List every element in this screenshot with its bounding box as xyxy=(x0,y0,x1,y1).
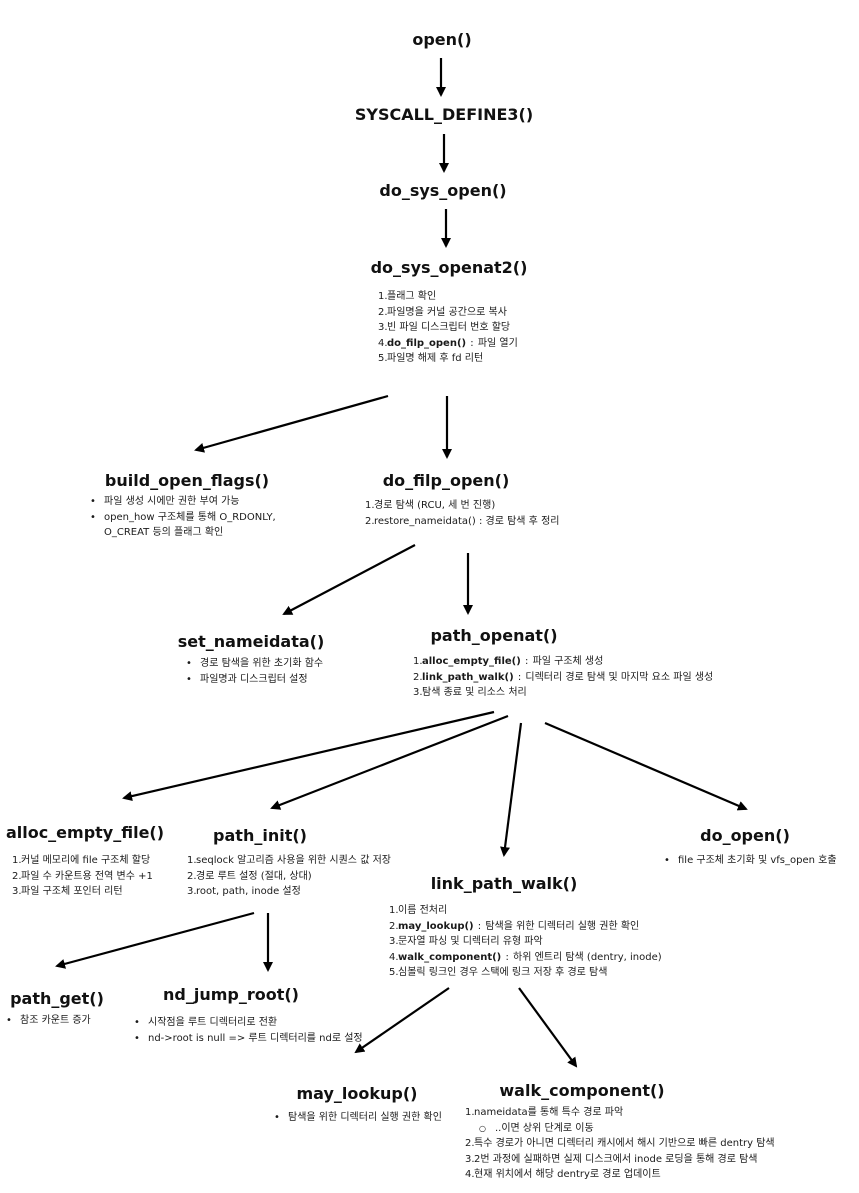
node-path-init-steps: 1.seqlock 알고리즘 사용을 위한 시퀀스 값 저장 2.경로 루트 설… xyxy=(187,853,391,900)
node-do-sys-openat2-title: do_sys_openat2() xyxy=(370,258,528,277)
step-item: 4.do_filp_open() : 파일 열기 xyxy=(378,337,518,349)
arrow-path-init-to-path-get xyxy=(55,911,255,969)
bullet-item: nd->root is null => 루트 디렉터리를 nd로 설정 xyxy=(130,1031,363,1047)
arrow-openat2-to-build-open-flags xyxy=(194,394,389,453)
node-path-init-title: path_init() xyxy=(213,826,307,845)
step-item: 3.파일 구조체 포인터 리턴 xyxy=(12,886,123,897)
step-item: 2.경로 루트 설정 (절대, 상대) xyxy=(187,870,312,882)
function-name: do_filp_open() xyxy=(387,337,467,349)
step-item: 1.플래그 확인 xyxy=(378,291,437,302)
step-item: 2.파일 수 카운트용 전역 변수 +1 xyxy=(12,870,153,882)
node-nd-jump-root-title: nd_jump_root() xyxy=(163,985,299,1004)
function-name: alloc_empty_file() xyxy=(422,656,521,667)
node-path-openat-steps: 1.alloc_empty_file() : 파일 구조체 생성 2.link_… xyxy=(413,654,713,701)
arrow-path-openat-to-do-open xyxy=(544,721,748,811)
node-may-lookup-title: may_lookup() xyxy=(296,1084,418,1103)
bullet-item: 경로 탐색을 위한 초기화 함수 xyxy=(182,656,323,672)
step-item: 4.walk_component() : 하위 엔트리 탐색 (dentry, … xyxy=(389,951,662,963)
step-item: 2.may_lookup() : 탐색을 위한 디렉터리 실행 권한 확인 xyxy=(389,920,640,932)
bullet-item: 참조 카운트 증가 xyxy=(2,1013,91,1029)
arrow-link-path-walk-to-walk-component xyxy=(518,987,578,1068)
node-walk-component-steps: 1.nameidata를 통해 특수 경로 파악 ..이면 상위 단계로 이동 … xyxy=(465,1105,775,1183)
bullet-item: 파일명과 디스크립터 설정 xyxy=(182,672,323,688)
step-item: 1.경로 탐색 (RCU, 세 번 진행) xyxy=(365,500,496,511)
node-build-open-flags-title: build_open_flags() xyxy=(104,471,270,490)
step-item: 1.이름 전처리 xyxy=(389,905,448,916)
node-set-nameidata-bullets: 경로 탐색을 위한 초기화 함수 파일명과 디스크립터 설정 xyxy=(182,656,323,687)
node-do-open-bullets: file 구조체 초기화 및 vfs_open 호출 xyxy=(660,853,837,869)
node-link-path-walk-title: link_path_walk() xyxy=(430,874,578,893)
step-item: 3.2번 과정에 실패하면 실제 디스크에서 inode 로딩을 통해 경로 탐… xyxy=(465,1153,758,1165)
bullet-item: 시작점을 루트 디렉터리로 전환 xyxy=(130,1015,363,1031)
bullet-item: 파일 생성 시에만 권한 부여 가능 xyxy=(86,494,276,510)
function-name: may_lookup() xyxy=(398,920,474,932)
node-alloc-empty-file-title: alloc_empty_file() xyxy=(5,823,165,842)
node-open-title: open() xyxy=(412,30,472,49)
node-build-open-flags-bullets: 파일 생성 시에만 권한 부여 가능 open_how 구조체를 통해 O_RD… xyxy=(86,494,276,541)
node-do-filp-open-title: do_filp_open() xyxy=(382,471,510,490)
bullet-item: 탐색을 위한 디렉터리 실행 권한 확인 xyxy=(270,1110,442,1126)
step-item: 5.심볼릭 링크인 경우 스택에 링크 저장 후 경로 탐색 xyxy=(389,967,608,978)
node-path-openat-title: path_openat() xyxy=(430,626,558,645)
arrow-path-openat-to-alloc-empty-file xyxy=(122,710,495,802)
node-alloc-empty-file-steps: 1.커널 메모리에 file 구조체 할당 2.파일 수 카운트용 전역 변수 … xyxy=(12,853,153,900)
step-item: 3.탐색 종료 및 리소스 처리 xyxy=(413,687,527,698)
step-item: 1.커널 메모리에 file 구조체 할당 xyxy=(12,855,151,866)
step-item: 1.seqlock 알고리즘 사용을 위한 시퀀스 값 저장 xyxy=(187,855,391,866)
bullet-item: file 구조체 초기화 및 vfs_open 호출 xyxy=(660,853,837,869)
step-item: 3.문자열 파싱 및 디렉터리 유형 파악 xyxy=(389,936,543,947)
step-item: 4.현재 위치에서 해당 dentry로 경로 업데이트 xyxy=(465,1169,661,1180)
node-path-get-title: path_get() xyxy=(10,989,104,1008)
node-do-sys-open-title: do_sys_open() xyxy=(379,181,507,200)
step-item: 5.파일명 해제 후 fd 리턴 xyxy=(378,353,484,364)
step-item: 2.link_path_walk() : 디렉터리 경로 탐색 및 마지막 요소… xyxy=(413,671,714,683)
node-nd-jump-root-bullets: 시작점을 루트 디렉터리로 전환 nd->root is null => 루트 … xyxy=(130,1015,363,1046)
function-name: walk_component() xyxy=(398,951,502,963)
step-item: 2.restore_nameidata() : 경로 탐색 후 정리 xyxy=(365,515,560,527)
node-set-nameidata-title: set_nameidata() xyxy=(177,632,325,651)
step-item: 1.alloc_empty_file() : 파일 구조체 생성 xyxy=(413,656,604,667)
node-do-sys-openat2-steps: 1.플래그 확인 2.파일명을 커널 공간으로 복사 3.빈 파일 디스크립터 … xyxy=(378,289,518,367)
function-name: link_path_walk() xyxy=(422,671,514,683)
node-may-lookup-bullets: 탐색을 위한 디렉터리 실행 권한 확인 xyxy=(270,1110,442,1126)
step-item: 2.파일명을 커널 공간으로 복사 xyxy=(378,306,507,318)
sub-step-item: ..이면 상위 단계로 이동 xyxy=(465,1121,775,1137)
node-do-filp-open-steps: 1.경로 탐색 (RCU, 세 번 진행) 2.restore_nameidat… xyxy=(365,498,559,529)
node-syscall-define3-title: SYSCALL_DEFINE3() xyxy=(354,105,534,124)
bullet-item: open_how 구조체를 통해 O_RDONLY, xyxy=(86,510,276,526)
arrow-path-openat-to-path-init xyxy=(270,714,509,810)
arrow-do-filp-open-to-set-nameidata xyxy=(282,544,416,615)
step-item: 1.nameidata를 통해 특수 경로 파악 xyxy=(465,1107,624,1118)
node-link-path-walk-steps: 1.이름 전처리 2.may_lookup() : 탐색을 위한 디렉터리 실행… xyxy=(389,903,662,981)
node-do-open-title: do_open() xyxy=(700,826,790,845)
step-item: 3.root, path, inode 설정 xyxy=(187,886,301,897)
bullet-continuation: O_CREAT 등의 플래그 확인 xyxy=(104,527,224,538)
step-item: 2.특수 경로가 아니면 디렉터리 캐시에서 해시 기반으로 빠른 dentry… xyxy=(465,1138,775,1149)
node-walk-component-title: walk_component() xyxy=(499,1081,665,1100)
node-path-get-bullets: 참조 카운트 증가 xyxy=(2,1013,91,1029)
arrow-link-path-walk-to-may-lookup xyxy=(354,987,450,1054)
arrow-path-openat-to-link-path-walk xyxy=(500,722,523,857)
step-item: 3.빈 파일 디스크립터 번호 할당 xyxy=(378,322,511,333)
